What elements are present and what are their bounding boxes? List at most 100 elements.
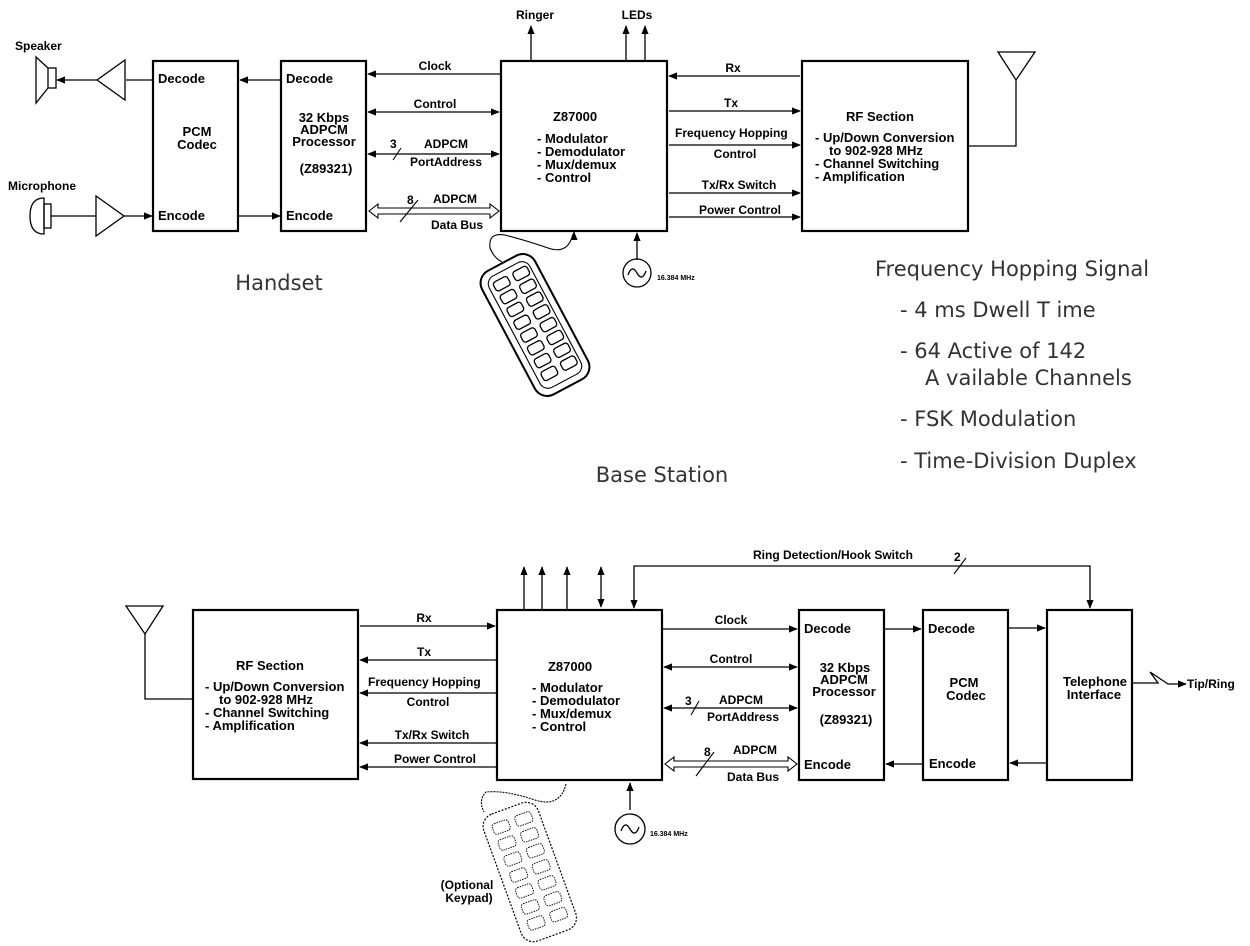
base-rf-item-2: - Channel Switching	[205, 705, 329, 720]
pcm-codec-encode: Encode	[158, 208, 205, 223]
freq-hopping-label: Frequency Hopping	[675, 126, 788, 140]
data-bus-adpcm: ADPCM	[433, 192, 477, 206]
keypad-key	[553, 342, 572, 359]
fh-item-2: - FSK Modulation	[900, 407, 1076, 431]
power-control-label: Power Control	[699, 203, 781, 217]
pcm-codec-subtitle: Codec	[177, 137, 217, 152]
oscillator-icon	[622, 258, 652, 288]
leds-label: LEDs	[622, 8, 653, 22]
keypad-key	[499, 288, 518, 305]
base-keypad-cable	[480, 783, 567, 813]
speaker-amplifier-icon	[95, 58, 126, 102]
ring-detection-line	[633, 565, 1091, 606]
base-data-bus-width: 8	[704, 745, 711, 759]
z87000-item-3: - Control	[537, 170, 591, 185]
base-crystal-label: 16.384 MHz	[650, 831, 688, 838]
tip-ring-line	[1132, 671, 1183, 685]
ringer-label: Ringer	[516, 8, 554, 22]
clock-label: Clock	[419, 59, 452, 73]
base-pcm-decode: Decode	[928, 621, 975, 636]
adpcm-title-2: ADPCM	[300, 122, 348, 137]
pcm-codec-title: PCM	[183, 124, 212, 139]
base-adpcm-title-3: Processor	[812, 684, 876, 699]
keypad-key	[514, 811, 534, 827]
keypad-key	[549, 907, 569, 923]
keypad-key	[540, 365, 559, 382]
rf-item-3: - Amplification	[815, 169, 905, 184]
z87000-item-2: - Mux/demux	[537, 157, 617, 172]
base-data-bus-adpcm: ADPCM	[733, 743, 777, 757]
keypad-key	[539, 316, 558, 333]
ring-detection-width: 2	[954, 550, 961, 564]
fh-item-1: - 64 Active of 142	[900, 339, 1086, 363]
microphone-amplifier-icon	[95, 194, 126, 238]
handset-pcm-codec-box	[151, 59, 240, 233]
microphone-label: Microphone	[8, 179, 76, 193]
base-port-address-width: 3	[685, 694, 692, 708]
keypad-key	[518, 278, 537, 295]
keypad-key	[526, 340, 545, 356]
base-data-bus-label: Data Bus	[727, 770, 779, 784]
tx-label: Tx	[724, 96, 738, 110]
tip-ring-label: Tip/Ring	[1187, 677, 1235, 691]
adpcm-decode: Decode	[286, 71, 333, 86]
keypad-key	[532, 304, 551, 320]
optional-keypad-icon	[482, 801, 578, 943]
data-bus-label: Data Bus	[431, 218, 483, 232]
base-z87000-box	[495, 608, 664, 782]
base-tx-label: Tx	[417, 645, 431, 659]
telephone-interface-box	[1045, 608, 1134, 782]
adpcm-title-1: 32 Kbps	[299, 110, 350, 125]
fh-signal-notes: Frequency Hopping Signal - 4 ms Dwell T …	[875, 257, 1149, 473]
fh-item-3: - Time-Division Duplex	[900, 449, 1137, 473]
base-adpcm-encode: Encode	[804, 757, 851, 772]
base-clock-label: Clock	[715, 613, 748, 627]
keypad-key	[520, 827, 540, 843]
txrx-switch-label: Tx/Rx Switch	[702, 178, 777, 192]
data-bus-width: 8	[407, 193, 414, 207]
keypad-key	[525, 291, 544, 307]
keypad-key	[514, 883, 534, 899]
base-port-address-label: PortAddress	[707, 710, 779, 724]
base-rf-title: RF Section	[236, 658, 304, 673]
base-rf-item-3: - Amplification	[205, 718, 295, 733]
antenna-icon	[968, 51, 1037, 147]
base-control-label: Control	[710, 652, 753, 666]
base-z87000-title: Z87000	[548, 659, 592, 674]
keypad-key	[526, 915, 546, 931]
pcm-codec-decode: Decode	[158, 71, 205, 86]
rf-item-1: to 902-928 MHz	[829, 143, 923, 158]
handset-caption: Handset	[235, 271, 322, 295]
base-adpcm-title-1: 32 Kbps	[820, 660, 871, 675]
keypad-key	[491, 819, 511, 835]
port-address-label: PortAddress	[410, 155, 482, 169]
control-label: Control	[414, 97, 457, 111]
keypad-key	[509, 867, 529, 883]
keypad-key	[546, 329, 565, 346]
base-z87000-item-0: - Modulator	[532, 680, 603, 695]
base-station-section: RF Section - Up/Down Conversion to 902-9…	[124, 548, 1235, 943]
base-port-address-adpcm: ADPCM	[719, 693, 763, 707]
base-adpcm-processor-box	[797, 608, 886, 782]
base-adpcm-part: (Z89321)	[820, 712, 873, 727]
base-rf-item-1: to 902-928 MHz	[219, 692, 313, 707]
keypad-key	[513, 314, 532, 330]
handset-rf-section-box	[800, 59, 970, 233]
base-oscillator-icon	[614, 813, 646, 845]
keypad-key	[503, 851, 523, 867]
base-pcm-encode: Encode	[929, 756, 976, 771]
microphone-icon	[29, 197, 96, 235]
keypad-caption-line2: Keypad)	[445, 891, 492, 905]
base-adpcm-title-2: ADPCM	[820, 672, 868, 687]
keypad-icon	[479, 253, 591, 397]
rf-item-2: - Channel Switching	[815, 156, 939, 171]
keypad-key	[492, 276, 511, 292]
fh-item-1-cont: A vailable Channels	[925, 366, 1132, 390]
keypad-key	[520, 899, 540, 915]
keypad-caption-line1: (Optional	[441, 878, 494, 892]
base-rx-label: Rx	[416, 611, 432, 625]
telephone-interface-subtitle: Interface	[1067, 687, 1121, 702]
handset-z87000-box	[499, 59, 669, 233]
base-freq-control-label: Control	[407, 695, 450, 709]
keypad-key	[506, 301, 525, 318]
